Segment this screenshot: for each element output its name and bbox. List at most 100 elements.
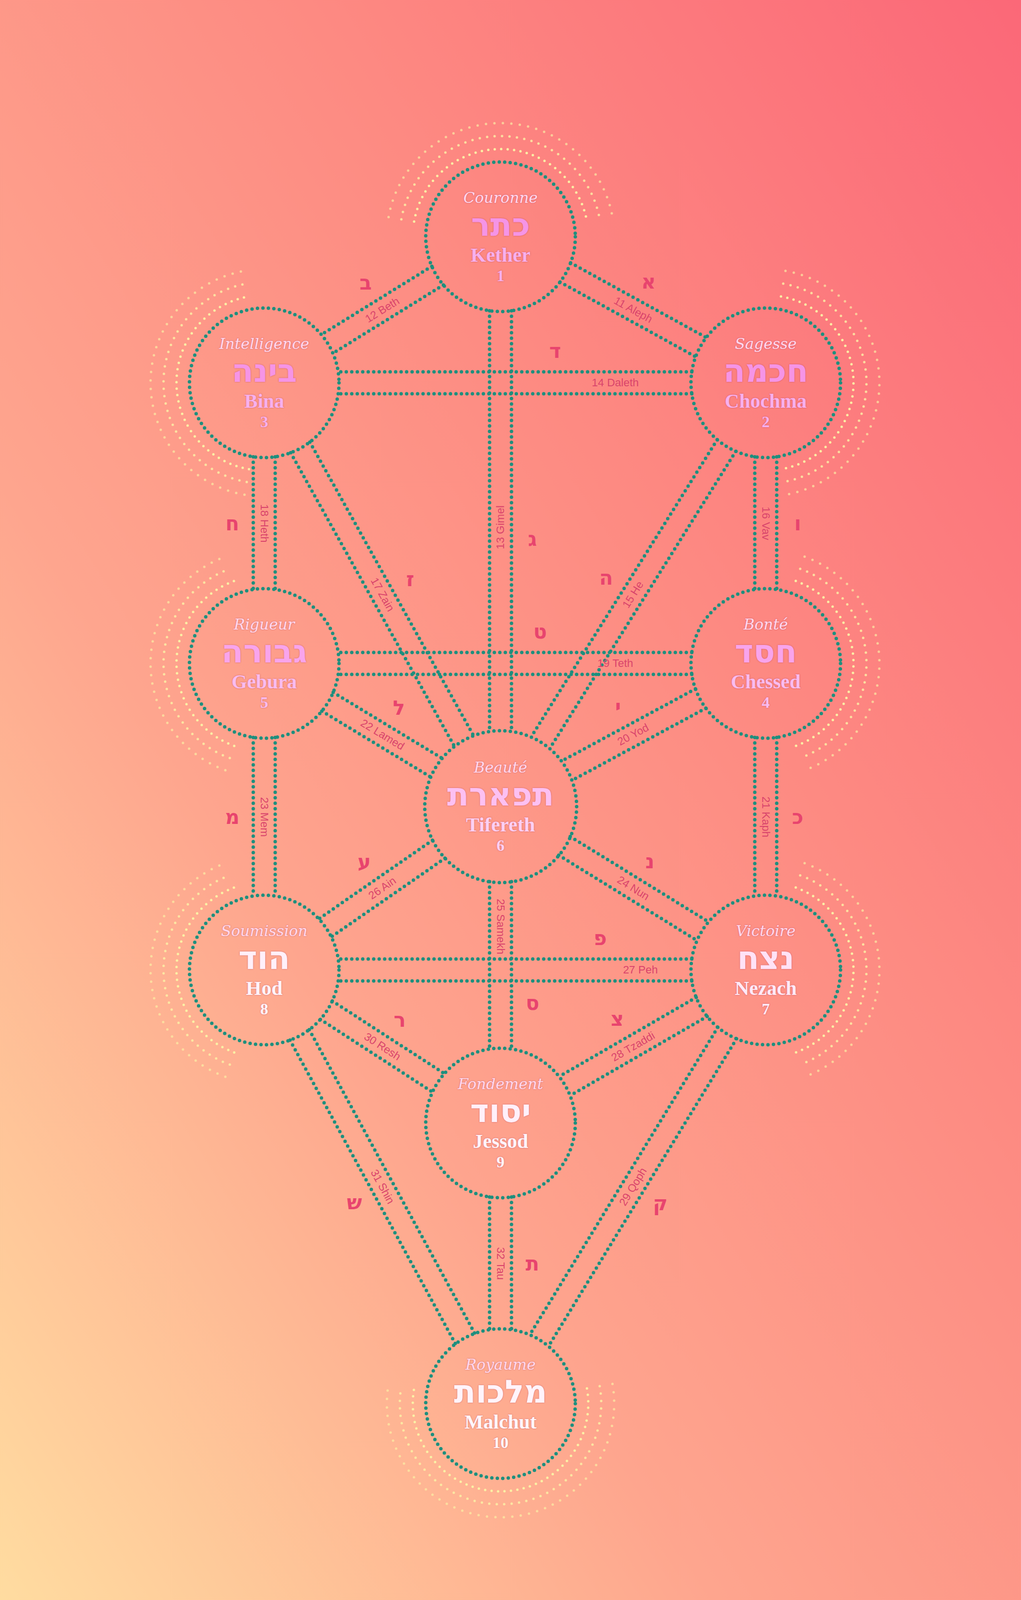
channel-dots bbox=[559, 997, 697, 1077]
channel-dots bbox=[251, 456, 256, 590]
path-letter: ד bbox=[549, 340, 562, 361]
circle-dots bbox=[425, 1048, 576, 1198]
path-number-name: 13 Gimel bbox=[495, 505, 507, 550]
path-letter: ג bbox=[527, 528, 537, 549]
path-letter: ו bbox=[794, 513, 802, 534]
circle-dots bbox=[189, 308, 340, 458]
hebrew-name: כתר bbox=[471, 206, 531, 244]
path-letter: ח bbox=[225, 513, 239, 534]
sephira-name: Gebura bbox=[231, 670, 297, 694]
path-number-name: 30 Resh bbox=[362, 1030, 403, 1063]
path-number-name: 27 Peh bbox=[623, 964, 659, 976]
halo-dots bbox=[150, 270, 245, 495]
channel-dots bbox=[333, 285, 444, 354]
channel-dots bbox=[775, 737, 779, 896]
sephira-circle: BeautéתפארתTifereth6 bbox=[422, 728, 579, 885]
sephira-title: Soumission bbox=[220, 922, 308, 940]
sephira-number: 4 bbox=[761, 693, 770, 712]
text-stack: FondementיסודJessod9 bbox=[457, 1075, 543, 1172]
path-number-name: 15 He bbox=[620, 579, 646, 610]
hebrew-name: הוד bbox=[238, 939, 291, 977]
sephira-title: Victoire bbox=[735, 922, 796, 940]
channel-dots bbox=[753, 456, 757, 590]
channel-dots bbox=[333, 692, 442, 759]
path-letter: ש bbox=[346, 1192, 362, 1213]
path-number-name: 16 Vav bbox=[760, 506, 772, 540]
sephira-name: Malchut bbox=[464, 1410, 537, 1434]
channel-dots bbox=[338, 370, 692, 374]
path-letter: כ bbox=[792, 807, 804, 828]
sephira-name: Chochma bbox=[724, 389, 807, 413]
channel-dots bbox=[753, 737, 757, 896]
sephira-number: 5 bbox=[260, 693, 269, 712]
channel-dots bbox=[273, 456, 278, 590]
channel-dots bbox=[338, 651, 692, 655]
circle-dots bbox=[425, 162, 576, 312]
sephira-number: 9 bbox=[496, 1153, 505, 1172]
path-letter: ת bbox=[525, 1253, 539, 1274]
path-channel bbox=[290, 1029, 476, 1345]
path-number-name: 29 Qoph bbox=[617, 1166, 650, 1208]
sephira-circle: SagesseחכמהChochma2 bbox=[688, 306, 843, 460]
sephira-circle: FondementיסודJessod9 bbox=[423, 1046, 578, 1200]
channel-dots bbox=[338, 957, 692, 962]
path-number-name: 31 Shin bbox=[368, 1168, 396, 1206]
path-channel bbox=[561, 688, 706, 781]
path-number-name: 19 Teth bbox=[597, 658, 634, 670]
sephira-name: Hod bbox=[245, 976, 283, 1001]
hebrew-name: חכמה bbox=[723, 352, 809, 390]
path-letter: ע bbox=[357, 851, 371, 872]
text-stack: SagesseחכמהChochma2 bbox=[723, 335, 809, 432]
channel-dots bbox=[320, 1019, 433, 1093]
channel-dots bbox=[488, 1196, 492, 1330]
sephira-circle: SoumissionהודHod8 bbox=[187, 893, 341, 1047]
sephira-title: Sagesse bbox=[734, 335, 797, 353]
halo-dots bbox=[163, 568, 230, 759]
path-number-name: 26 Ain bbox=[366, 875, 399, 902]
halo-dots bbox=[800, 875, 867, 1065]
path-channel bbox=[253, 737, 276, 896]
sephira-title: Beauté bbox=[474, 758, 528, 776]
sephira-number: 1 bbox=[496, 266, 505, 286]
channel-dots bbox=[487, 310, 492, 732]
channel-dots bbox=[309, 1029, 475, 1334]
text-stack: RigueurגבורהGebura5 bbox=[221, 615, 308, 712]
channel-dots bbox=[559, 282, 696, 357]
hebrew-name: נצח bbox=[737, 939, 795, 977]
hebrew-name: חסד bbox=[734, 633, 797, 671]
channel-dots bbox=[549, 451, 736, 749]
channel-dots bbox=[338, 673, 692, 677]
channel-dots bbox=[338, 979, 692, 984]
channel-dots bbox=[558, 855, 697, 941]
circle-dots bbox=[189, 588, 340, 739]
sephira-title: Rigueur bbox=[233, 615, 295, 634]
channel-dots bbox=[561, 688, 696, 762]
path-letter: ל bbox=[392, 697, 405, 718]
sephira-name: Chessed bbox=[730, 670, 801, 694]
path-channel bbox=[558, 836, 709, 941]
path-channel bbox=[754, 737, 777, 896]
circle-dots bbox=[425, 1329, 576, 1479]
path-channel bbox=[559, 262, 706, 357]
text-stack: BontéחסדChessed4 bbox=[730, 615, 801, 712]
path-number-name: 17 Zain bbox=[368, 576, 397, 614]
sephira-title: Fondement bbox=[457, 1075, 543, 1093]
channel-dots bbox=[570, 262, 707, 338]
channel-dots bbox=[570, 836, 709, 922]
sephira-title: Royaume bbox=[465, 1356, 536, 1374]
channel-dots bbox=[273, 737, 278, 896]
path-letter: צ bbox=[610, 1009, 624, 1029]
path-channel bbox=[529, 1027, 737, 1347]
sephira-number: 7 bbox=[761, 1000, 770, 1019]
path-channel bbox=[322, 692, 443, 778]
halo-dots bbox=[176, 887, 235, 1053]
sephira-name: Kether bbox=[470, 243, 531, 267]
path-letter: י bbox=[615, 696, 622, 717]
sephira-title: Intelligence bbox=[219, 335, 310, 353]
sephira-name: Jessod bbox=[472, 1129, 528, 1154]
path-number-name: 32 Tau bbox=[495, 1247, 507, 1281]
circle-dots bbox=[690, 588, 841, 739]
path-letter: מ bbox=[225, 807, 240, 828]
sephira-circle: RoyaumeמלכותMalchut10 bbox=[423, 1327, 578, 1481]
channel-dots bbox=[487, 881, 492, 1050]
